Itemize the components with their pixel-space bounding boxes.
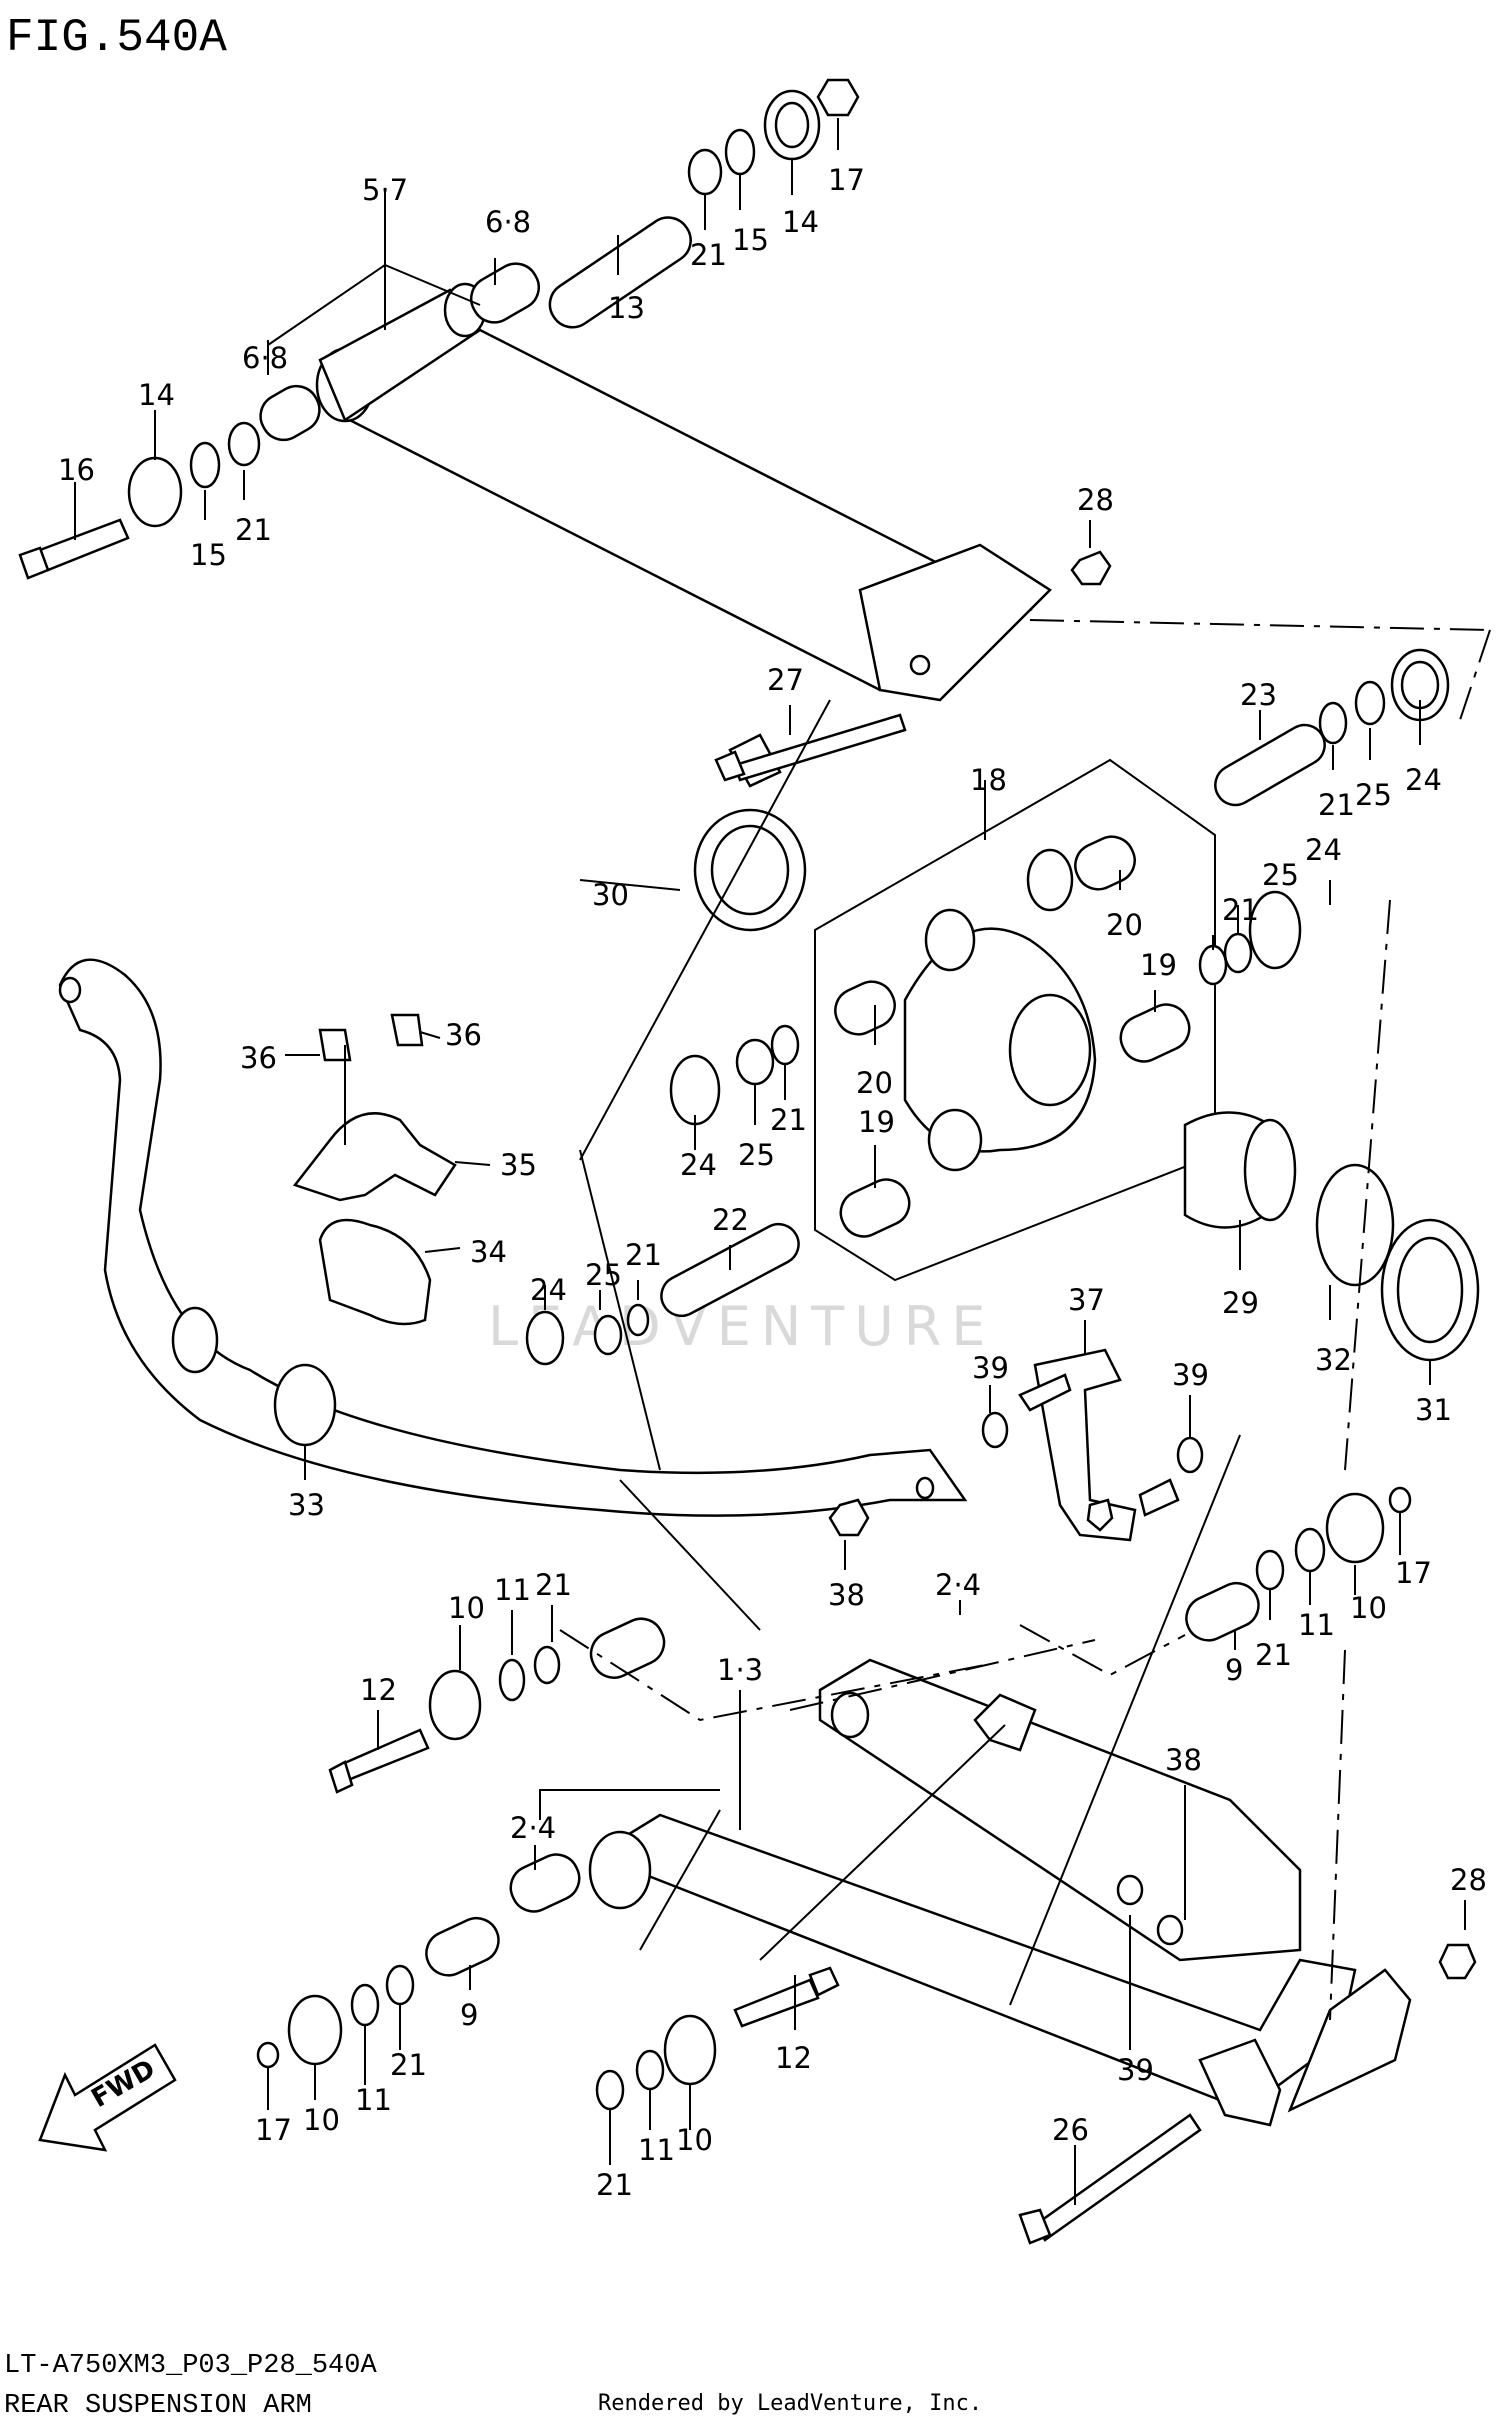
callout-label: 10 — [303, 2103, 340, 2137]
callout-label: 21 — [1222, 893, 1259, 927]
callout-label: 17 — [255, 2113, 292, 2147]
callout-label: 38 — [1165, 1743, 1202, 1777]
callout-label: 25 — [738, 1138, 775, 1172]
callout-label: 21 — [596, 2168, 633, 2202]
upper-sleeves — [18, 78, 860, 580]
callout-label: 20 — [1106, 908, 1143, 942]
leader-lines — [74, 118, 1466, 2205]
callout-label: 39 — [1172, 1358, 1209, 1392]
lower-arm — [588, 1658, 1412, 2127]
callout-label: 14 — [782, 205, 819, 239]
callout-label: 5·7 — [362, 173, 408, 207]
callout-label: 12 — [360, 1673, 397, 1707]
callout-label: 21 — [690, 238, 727, 272]
callout-label: 31 — [1415, 1393, 1452, 1427]
callout-label: 16 — [58, 453, 95, 487]
callout-label: 18 — [970, 763, 1007, 797]
callout-label: 10 — [1350, 1591, 1387, 1625]
callout-label: 9 — [460, 1998, 478, 2032]
callout-label: 1·3 — [717, 1653, 763, 1687]
figure-caption: REAR SUSPENSION ARM — [4, 2391, 312, 2421]
lower-hardware — [256, 1486, 1477, 2245]
callout-label: 21 — [1318, 788, 1355, 822]
watermark: LEADVENTURE — [488, 1295, 995, 1358]
model-code: LT-A750XM3_P03_P28_540A — [4, 2351, 377, 2381]
callout-label: 11 — [1298, 1608, 1335, 1642]
callout-label: 19 — [1140, 948, 1177, 982]
callout-label: 38 — [828, 1578, 865, 1612]
callout-label: 25 — [585, 1258, 622, 1292]
callout-label: 11 — [638, 2133, 675, 2167]
callout-label: 23 — [1240, 678, 1277, 712]
callout-label: 11 — [494, 1573, 531, 1607]
callout-label: 20 — [856, 1066, 893, 1100]
callout-label: 24 — [1305, 833, 1342, 867]
callout-label: 33 — [288, 1488, 325, 1522]
callout-label: 34 — [470, 1235, 507, 1269]
callout-label: 10 — [676, 2123, 713, 2157]
callout-label: 25 — [1262, 858, 1299, 892]
callout-label: 22 — [712, 1203, 749, 1237]
callout-label: 32 — [1315, 1343, 1352, 1377]
callout-label: 11 — [355, 2083, 392, 2117]
callout-label: 28 — [1450, 1863, 1487, 1897]
callout-label: 17 — [1395, 1556, 1432, 1590]
render-credit: Rendered by LeadVenture, Inc. — [598, 2391, 982, 2416]
callout-label: 9 — [1225, 1653, 1243, 1687]
callout-label: 25 — [1355, 778, 1392, 812]
callout-label: 6·8 — [242, 341, 288, 375]
knuckle-assembly — [669, 758, 1480, 1362]
callout-label: 35 — [500, 1148, 537, 1182]
callout-label: 10 — [448, 1591, 485, 1625]
callout-label: 15 — [732, 223, 769, 257]
callout-label: 15 — [190, 538, 227, 572]
callout-label: 6·8 — [485, 205, 531, 239]
callout-label: 29 — [1222, 1286, 1259, 1320]
callout-label: 37 — [1068, 1283, 1105, 1317]
forward-direction-arrow: FWD — [38, 2043, 177, 2152]
right-pivot-parts — [693, 550, 1450, 932]
figure-title: FIG.540A — [6, 12, 227, 64]
callout-label: 13 — [608, 291, 645, 325]
callout-label: 17 — [828, 163, 865, 197]
callout-label: 21 — [1255, 1638, 1292, 1672]
callout-label: 14 — [138, 378, 175, 412]
callout-label: 39 — [972, 1351, 1009, 1385]
callout-labels: 5·7 6·8 13 21 15 14 17 6·8 14 16 15 21 2… — [58, 163, 1487, 2202]
callout-label: 21 — [770, 1103, 807, 1137]
stabilizer-bar — [58, 958, 968, 1517]
callout-label: 26 — [1052, 2113, 1089, 2147]
callout-label: 2·4 — [935, 1568, 981, 1602]
callout-label: 21 — [235, 513, 272, 547]
callout-label: 39 — [1117, 2053, 1154, 2087]
callout-label: 24 — [530, 1273, 567, 1307]
callout-label: 36 — [445, 1018, 482, 1052]
callout-label: 21 — [535, 1568, 572, 1602]
stabilizer-link — [981, 1348, 1204, 1542]
assembly-guide-lines — [559, 619, 1491, 2021]
callout-label: 24 — [680, 1148, 717, 1182]
callout-label: 24 — [1405, 763, 1442, 797]
callout-label: 21 — [625, 1238, 662, 1272]
upper-crossmember-part — [315, 282, 1052, 702]
callout-label: 19 — [858, 1105, 895, 1139]
callout-label: 2·4 — [510, 1811, 556, 1845]
callout-label: 27 — [767, 663, 804, 697]
callout-label: 12 — [775, 2041, 812, 2075]
stabilizer-clamp-and-bush — [292, 1013, 870, 1537]
callout-label: 21 — [390, 2048, 427, 2082]
callout-label: 28 — [1077, 483, 1114, 517]
callout-label: 30 — [592, 878, 629, 912]
callout-label: 36 — [240, 1041, 277, 1075]
